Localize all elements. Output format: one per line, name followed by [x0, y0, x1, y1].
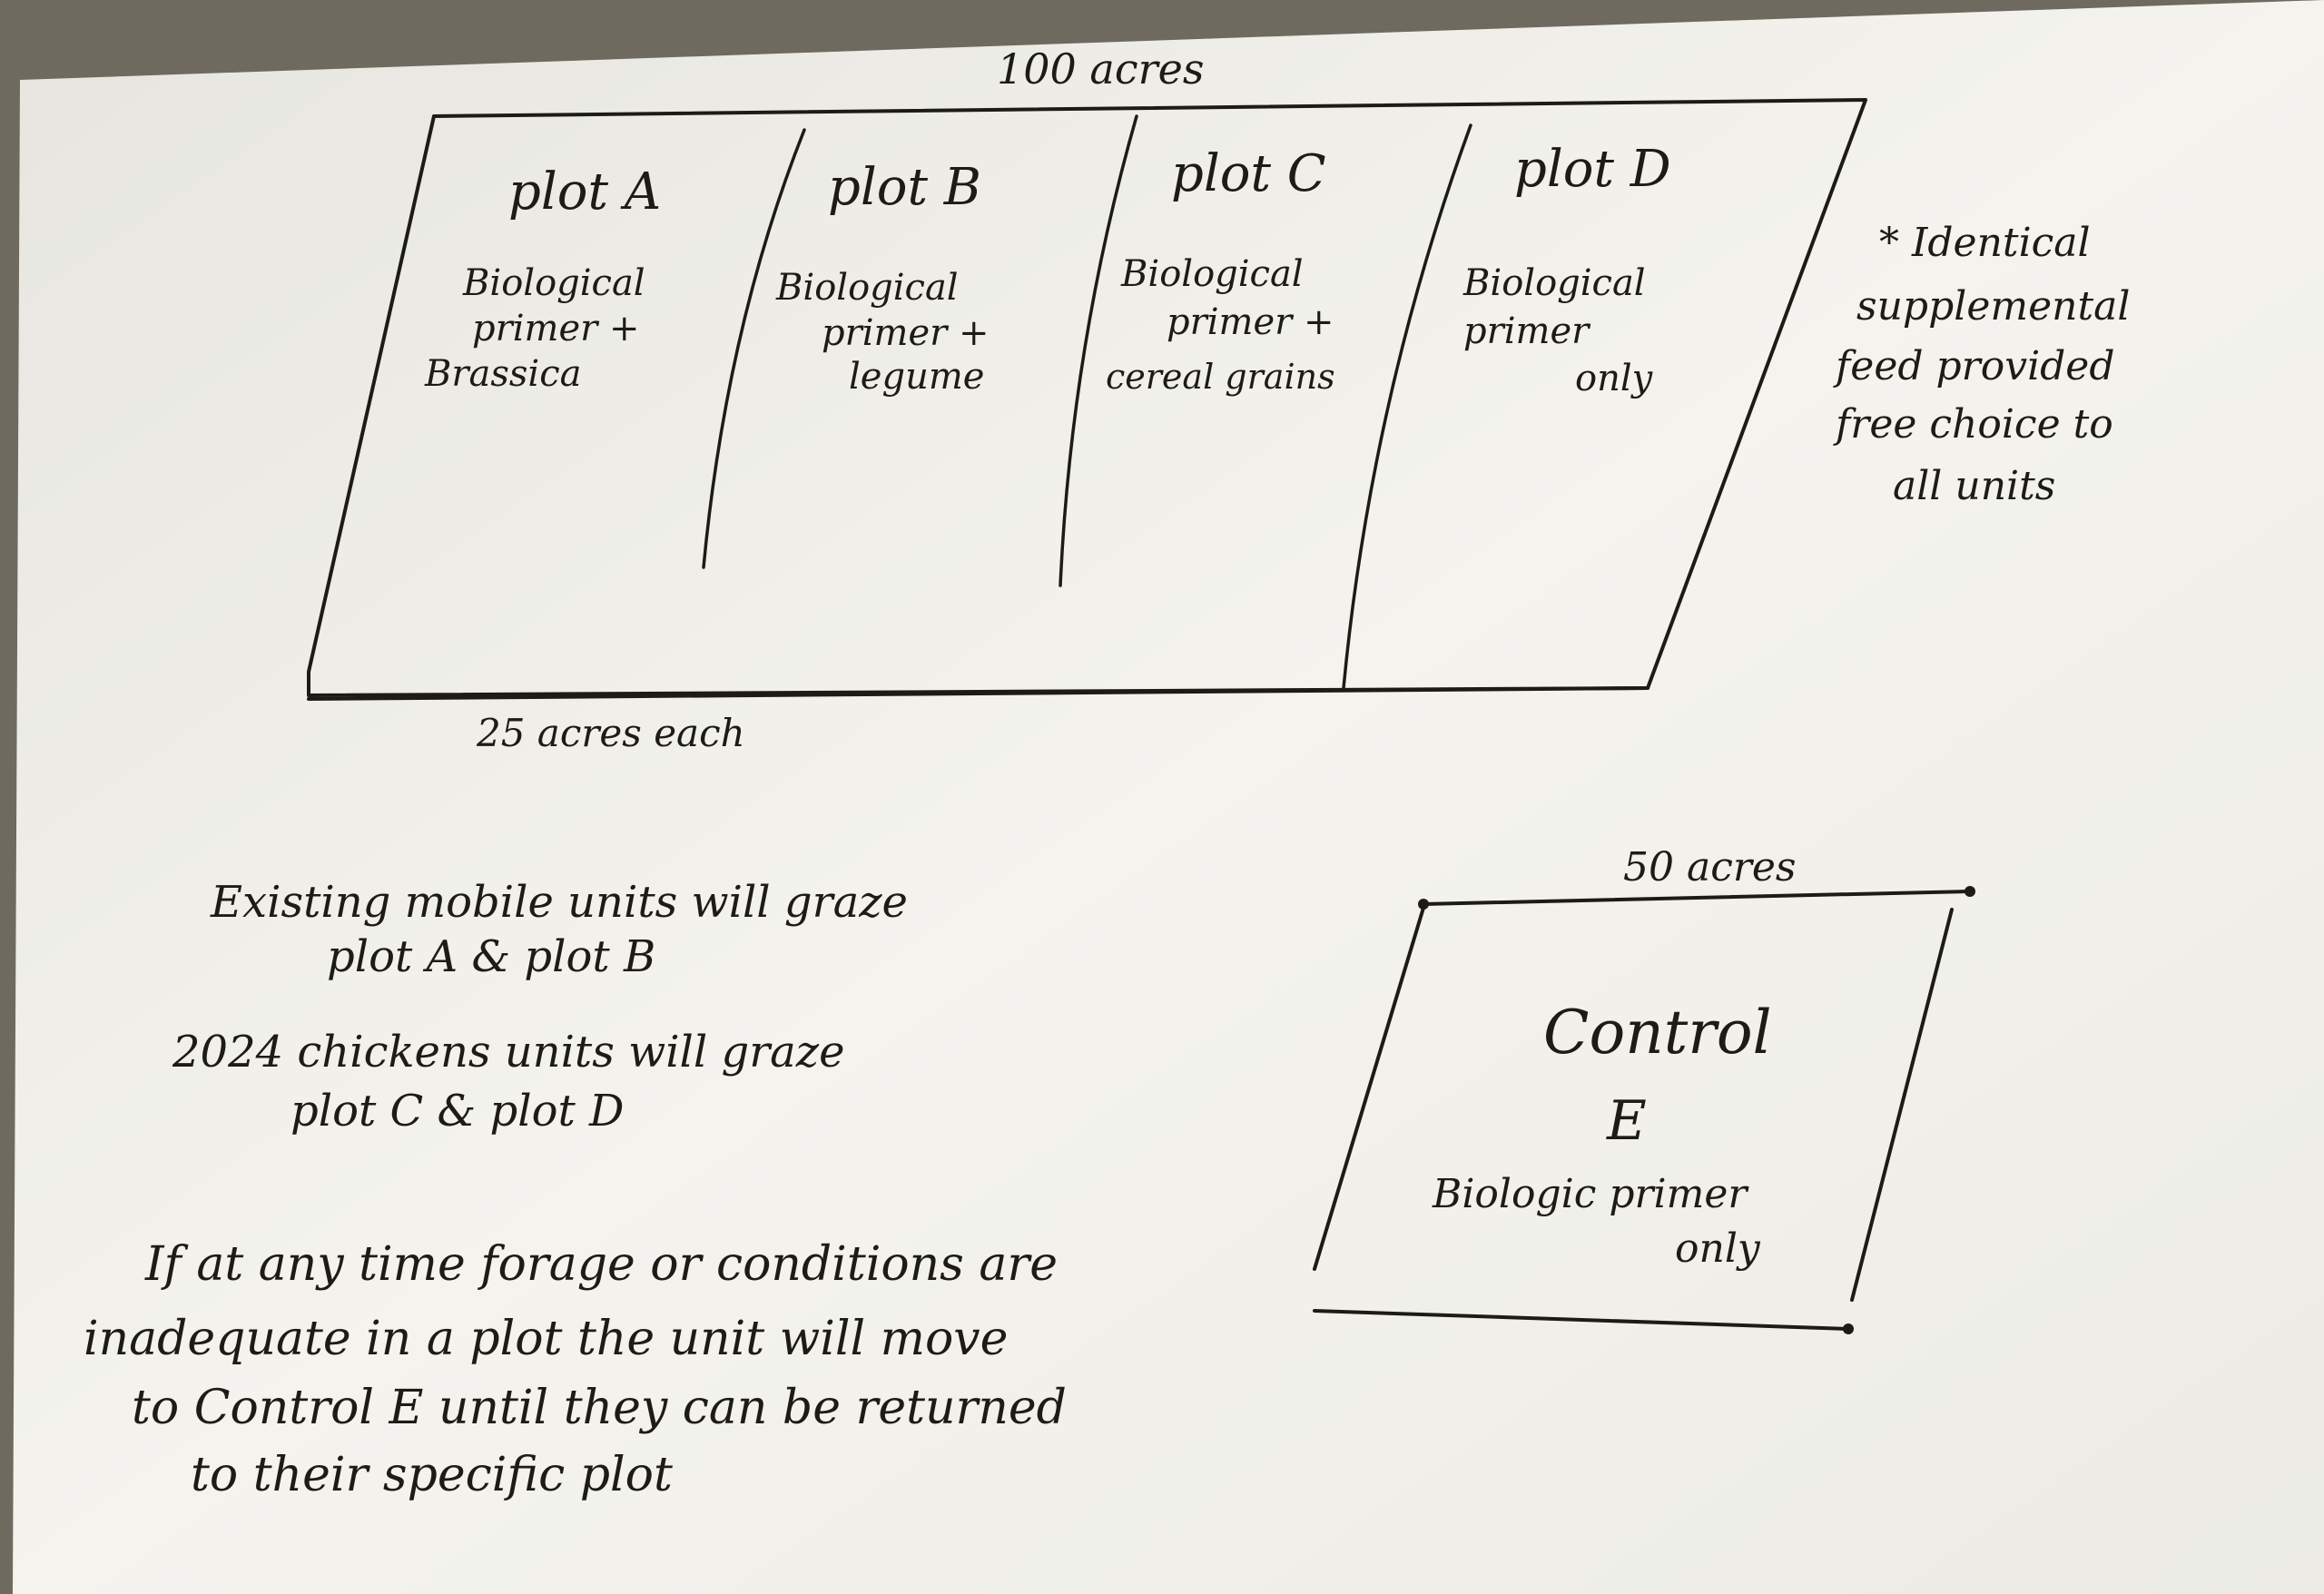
plot-d: plot D Biological primer only [1462, 140, 1671, 399]
grazing-note-line-1: Existing mobile units will graze [210, 877, 908, 928]
side-note: * Identical supplemental feed provided f… [1833, 220, 2130, 509]
side-note-line-5: all units [1893, 463, 2055, 509]
control-corner-dot-1 [1418, 899, 1429, 910]
control-line-2: only [1675, 1225, 1761, 1272]
divider-b-c [1059, 114, 1138, 587]
plot-a-title: plot A [508, 162, 661, 221]
divider-a-b [702, 128, 806, 569]
plot-c-title: plot C [1171, 144, 1326, 203]
plot-c-line-1: Biological [1120, 253, 1304, 295]
control-field-right-edge [1850, 908, 1954, 1302]
side-note-line-4: free choice to [1833, 401, 2113, 448]
plot-d-title: plot D [1514, 140, 1671, 199]
control-field-outline [1422, 890, 1972, 906]
plot-a-line-2: primer + [472, 308, 639, 349]
plot-c: plot C Biological primer + cereal grains [1106, 144, 1335, 397]
paper-sheet [13, 0, 2324, 1594]
main-field [307, 98, 1867, 701]
side-note-line-3: feed provided [1833, 343, 2115, 389]
side-note-line-2: supplemental [1856, 283, 2130, 330]
plot-b-title: plot B [828, 158, 981, 217]
plot-a-line-1: Biological [462, 262, 645, 304]
plot-b-line-1: Biological [775, 267, 959, 309]
contingency-note: If at any time forage or conditions are … [84, 1237, 1067, 1502]
plot-a-line-3: Brassica [424, 353, 581, 395]
total-acres-label: 100 acres [997, 44, 1204, 93]
control-field-bottom-edge [1313, 1309, 1852, 1331]
plot-a: plot A Biological primer + Brassica [424, 162, 661, 395]
main-field-bottom-edge [307, 686, 1649, 701]
plot-b-line-2: primer + [822, 312, 989, 354]
plot-c-line-3: cereal grains [1106, 357, 1335, 397]
contingency-line-1: If at any time forage or conditions are [144, 1237, 1058, 1292]
control-corner-dot-3 [1843, 1323, 1854, 1334]
side-note-line-1: * Identical [1879, 220, 2091, 266]
contingency-line-3: to Control E until they can be returned [132, 1381, 1067, 1435]
control-acres-label: 50 acres [1623, 844, 1797, 890]
control-corner-dot-2 [1965, 886, 1975, 897]
grazing-notes: Existing mobile units will graze plot A … [172, 877, 908, 1136]
grazing-note-line-2: plot A & plot B [327, 931, 655, 982]
control-line-1: Biologic primer [1432, 1171, 1749, 1217]
plot-b: plot B Biological primer + legume [775, 158, 989, 398]
divider-c-d [1342, 123, 1472, 690]
control-field-left-edge [1313, 906, 1425, 1271]
plot-c-line-2: primer + [1167, 301, 1334, 343]
contingency-line-4: to their specific plot [191, 1448, 673, 1502]
plot-d-line-1: Biological [1462, 262, 1646, 304]
plot-b-line-3: legume [849, 356, 984, 398]
grazing-note-line-4: plot C & plot D [290, 1086, 625, 1136]
contingency-line-2: inadequate in a plot the unit will move [84, 1312, 1008, 1366]
control-field: 50 acres Control E Biologic primer only [1313, 844, 1975, 1334]
grazing-note-line-3: 2024 chickens units will graze [172, 1027, 844, 1077]
control-letter: E [1606, 1089, 1647, 1153]
plot-d-line-3: only [1575, 358, 1654, 399]
control-title: Control [1543, 998, 1772, 1068]
plot-d-line-2: primer [1463, 310, 1591, 352]
each-acres-label: 25 acres each [476, 711, 745, 755]
